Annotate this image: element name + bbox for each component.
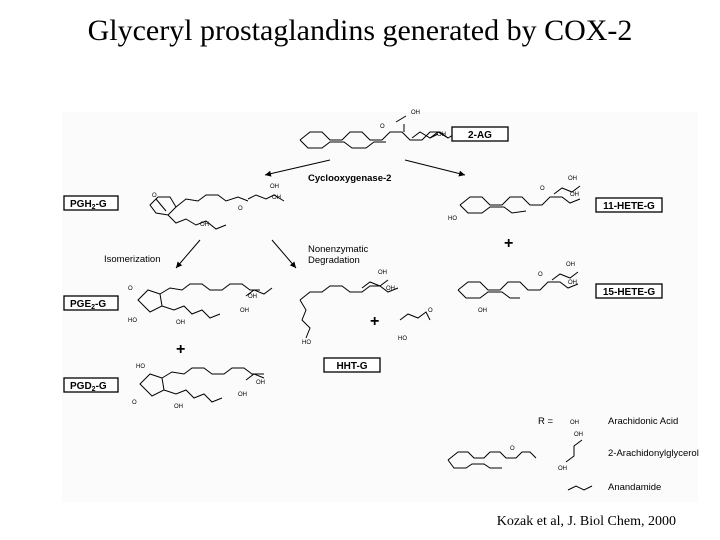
label-2ag: 2-AG — [468, 130, 492, 141]
arrow-to-pge2 — [175, 239, 201, 269]
atom-label: OH — [570, 192, 579, 198]
figure-background — [62, 112, 698, 502]
atom-label: HO — [136, 364, 145, 370]
atom-label: OH — [378, 270, 387, 276]
isomerization-label: Isomerization — [104, 254, 161, 265]
atom-label: O — [538, 272, 543, 278]
atom-label: OH — [386, 286, 395, 292]
atom-label: HO — [302, 340, 311, 346]
atom-label: OH — [248, 294, 257, 300]
atom-label: OH — [238, 392, 247, 398]
label-box-11-hete: 11-HETE-G — [595, 197, 663, 213]
label-box-pgd2: PGD2-G — [63, 377, 119, 393]
label-box-2ag: 2-AG — [451, 126, 509, 142]
label-pgd2: PGD2-G — [70, 381, 107, 393]
label-box-15-hete: 15-HETE-G — [595, 283, 663, 299]
atom-label: OH — [574, 432, 583, 438]
atom-label: HO — [128, 318, 137, 324]
cox2-label: Cyclooxygenase-2 — [308, 173, 391, 184]
label-pge2: PGE2-G — [70, 299, 106, 311]
arrow-to-pgh2 — [264, 159, 331, 177]
plus-sign: + — [504, 235, 513, 252]
label-15-hete: 15-HETE-G — [603, 287, 655, 298]
atom-label: O — [128, 286, 133, 292]
label-box-pge2: PGE2-G — [63, 295, 119, 311]
atom-label: O — [428, 308, 433, 314]
citation: Kozak et al, J. Biol Chem, 2000 — [496, 514, 676, 529]
atom-label: OH — [568, 280, 577, 286]
atom-label: OH — [437, 132, 446, 138]
arrow-to-hht — [271, 239, 297, 269]
legend-arachidonic-acid: Arachidonic Acid — [608, 416, 678, 427]
molecule-pge2: O HO OH OH OH — [128, 283, 273, 326]
molecule-15-hete: OH O OH OH — [457, 262, 579, 314]
atom-label: OH — [174, 404, 183, 410]
atom-label: O — [132, 400, 137, 406]
atom-label: OH — [566, 262, 575, 268]
slide-title: Glyceryl prostaglandins generated by COX… — [87, 14, 633, 47]
molecule-11-hete: HO O OH OH — [448, 176, 581, 222]
molecule-pgh2: O O OH OH OH — [149, 184, 285, 230]
atom-label: OH — [478, 308, 487, 314]
label-hht: HHT-G — [336, 361, 367, 372]
atom-label: HO — [398, 336, 407, 342]
label-11-hete: 11-HETE-G — [603, 201, 655, 212]
molecule-pgd2: HO O OH OH OH — [132, 364, 265, 410]
r-group-legend: R = OH Arachidonic Acid O OH OH 2-Arachi… — [447, 416, 699, 493]
atom-label: OH — [256, 380, 265, 386]
atom-label: OH — [411, 110, 420, 116]
arrow-to-hete — [404, 159, 466, 177]
molecule-2ag: O OH OH — [299, 110, 467, 149]
atom-label: OH — [568, 176, 577, 182]
label-box-hht: HHT-G — [323, 357, 381, 373]
legend-2-ag: 2-Arachidonylglycerol — [608, 448, 699, 459]
label-pgh2: PGH2-G — [70, 199, 107, 211]
atom-label: O — [510, 446, 515, 452]
atom-label: OH — [270, 184, 279, 190]
atom-label: O — [380, 124, 385, 130]
atom-label: HO — [448, 216, 457, 222]
atom-label: OH — [240, 308, 249, 314]
atom-label: O — [152, 193, 157, 199]
atom-label: O — [238, 206, 243, 212]
legend-anandamide: Anandamide — [608, 482, 661, 493]
atom-label: OH — [176, 320, 185, 326]
molecule-hht: HO OH OH HO O — [299, 270, 433, 346]
plus-sign: + — [370, 313, 379, 330]
plus-sign: + — [176, 341, 185, 358]
atom-label: O — [540, 186, 545, 192]
r-equals-label: R = — [538, 416, 554, 427]
label-box-pgh2: PGH2-G — [63, 195, 119, 211]
atom-label: OH — [200, 222, 209, 228]
atom-label: OH — [272, 195, 281, 201]
atom-label: OH — [570, 420, 579, 426]
atom-label: OH — [558, 466, 567, 472]
